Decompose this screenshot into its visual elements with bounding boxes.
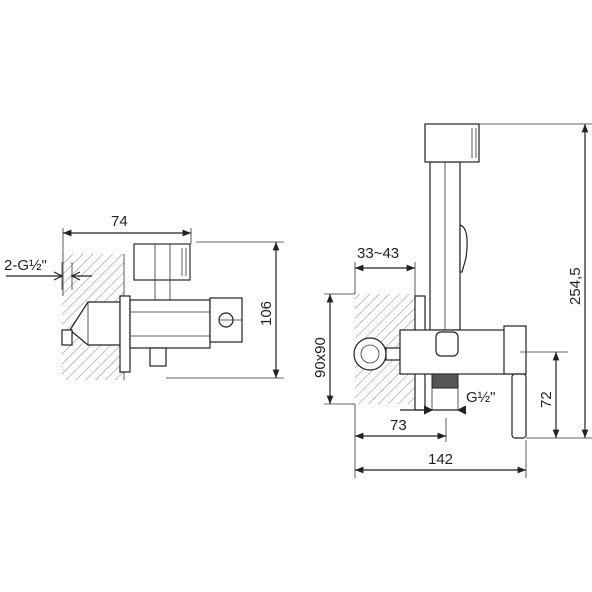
valve-body bbox=[129, 299, 211, 349]
outlet-thread bbox=[431, 373, 459, 389]
outlet-fitting bbox=[149, 347, 167, 367]
wall-plate bbox=[119, 295, 131, 373]
valve-body-front bbox=[399, 329, 521, 375]
dim-text-72: 72 bbox=[538, 391, 555, 408]
top-holder bbox=[424, 123, 480, 163]
handle-lever bbox=[511, 373, 527, 439]
side-view: 74 2-G½" 106 bbox=[4, 213, 284, 380]
dim-text-254-5: 254,5 bbox=[567, 267, 584, 305]
inlet-nut bbox=[61, 329, 73, 346]
inlet-round bbox=[353, 337, 387, 371]
dim-text-73: 73 bbox=[390, 417, 407, 434]
front-view: G½" 33~43 90x90 73 142 72 254,5 bbox=[312, 123, 592, 478]
dim-text-142: 142 bbox=[428, 451, 453, 468]
trigger-lever bbox=[459, 224, 468, 273]
dim-text-33-43: 33~43 bbox=[357, 245, 399, 262]
dim-text-thread-front: G½" bbox=[466, 389, 496, 406]
valve-handle-front bbox=[503, 325, 527, 375]
dim-text-90x90: 90x90 bbox=[312, 337, 329, 378]
dim-text-106: 106 bbox=[258, 301, 275, 326]
dim-text-74: 74 bbox=[111, 213, 128, 230]
dim-text-thread: 2-G½" bbox=[4, 257, 47, 274]
